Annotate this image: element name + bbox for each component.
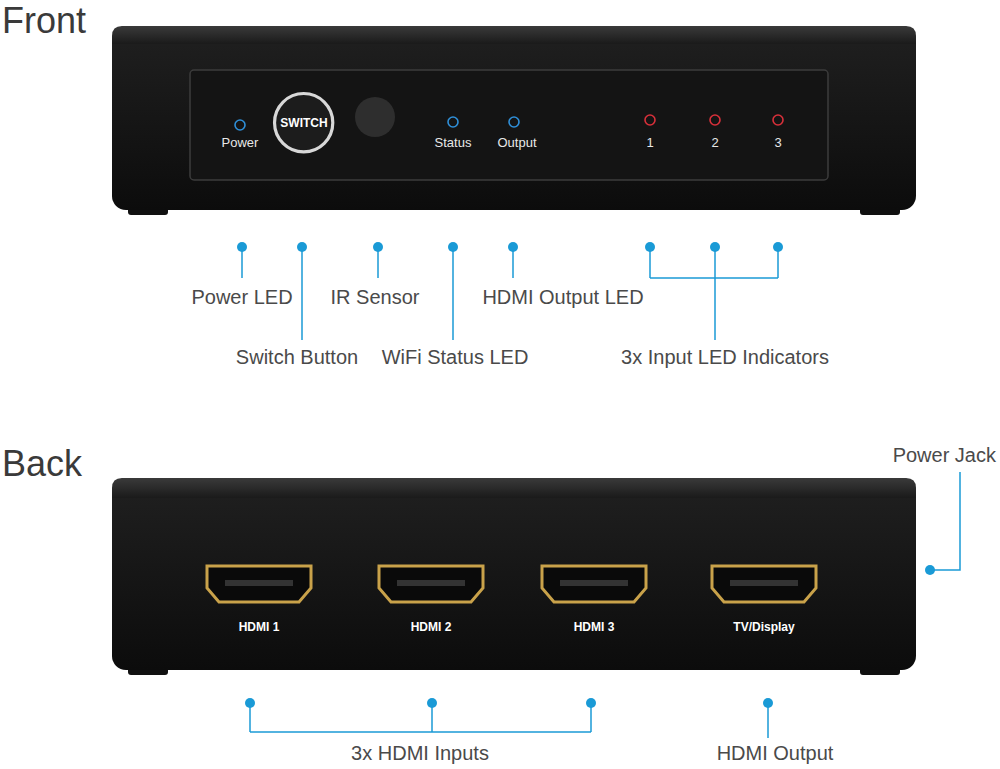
callout-label: HDMI Output LED: [482, 286, 643, 309]
section-heading: Back: [2, 443, 82, 484]
panel-text: 1: [646, 136, 653, 151]
switch-button: SWITCH: [272, 91, 335, 154]
port-label: TV/Display: [733, 621, 794, 635]
callout-label: 3x HDMI Inputs: [351, 742, 489, 765]
callout-dots: [237, 242, 783, 252]
callout-label: Switch Button: [236, 346, 358, 369]
front-device: [112, 26, 916, 215]
callout-label: IR Sensor: [331, 286, 420, 309]
callout-label: 3x Input LED Indicators: [621, 346, 829, 369]
back-callouts: [250, 472, 960, 738]
front-callouts: [242, 247, 778, 340]
section-heading: Front: [2, 0, 86, 41]
button-text: SWITCH: [280, 116, 327, 130]
callout-label: Power Jack: [893, 444, 996, 467]
back-device: [112, 478, 916, 675]
callout-label: WiFi Status LED: [382, 346, 529, 369]
port-label: HDMI 3: [574, 621, 615, 635]
callout-dots: [245, 565, 935, 708]
callout-label: HDMI Output: [717, 742, 834, 765]
port-label: HDMI 2: [411, 621, 452, 635]
panel-text: Power: [222, 136, 259, 151]
port-label: HDMI 1: [239, 621, 280, 635]
callout-label: Power LED: [191, 286, 292, 309]
panel-text: 3: [774, 136, 781, 151]
panel-text: Status: [435, 136, 472, 151]
panel-text: 2: [711, 136, 718, 151]
panel-text: Output: [497, 136, 536, 151]
